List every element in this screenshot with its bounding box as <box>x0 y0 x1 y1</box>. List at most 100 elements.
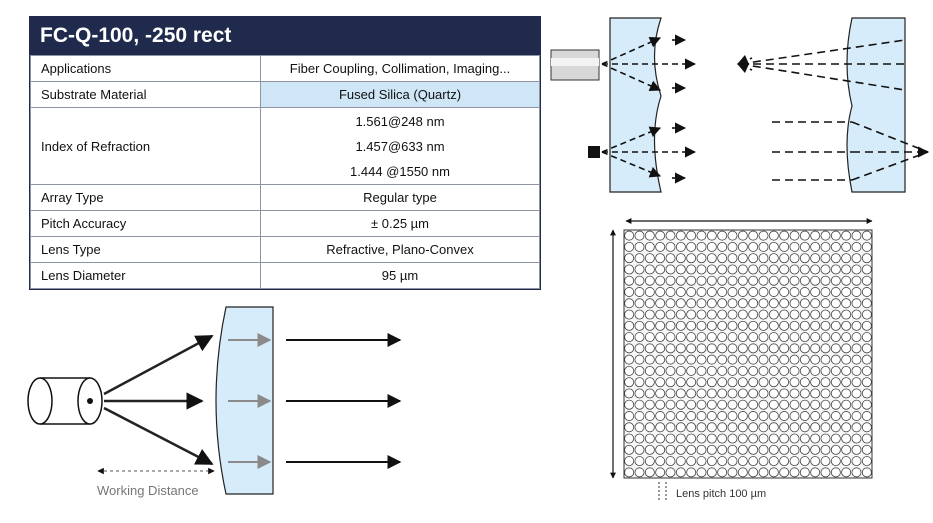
lens-cell <box>851 332 862 343</box>
lens-cell <box>675 241 686 252</box>
lens-cell <box>861 456 872 467</box>
lens-cell <box>841 253 852 264</box>
lens-cell <box>830 332 841 343</box>
lens-cell <box>810 332 821 343</box>
lens-cell <box>696 332 707 343</box>
lens-cell <box>706 264 717 275</box>
lens-cell <box>758 422 769 433</box>
lens-cell <box>706 365 717 376</box>
microlens-array-substrate <box>609 17 662 193</box>
lens-cell <box>789 388 800 399</box>
lens-cell <box>810 354 821 365</box>
working-distance-label: Working Distance <box>97 483 199 498</box>
lens-cell <box>779 230 790 241</box>
lens-cell <box>748 332 759 343</box>
lens-cell <box>696 230 707 241</box>
lens-cell <box>665 354 676 365</box>
lens-cell <box>696 354 707 365</box>
lens-cell <box>696 456 707 467</box>
lens-cell <box>789 264 800 275</box>
lens-cell <box>768 444 779 455</box>
lens-cell <box>861 320 872 331</box>
lens-cell <box>768 411 779 421</box>
lens-cell <box>634 354 645 365</box>
lens-cell <box>799 388 810 399</box>
lens-cell <box>706 275 717 286</box>
lens-cell <box>851 309 862 320</box>
lens-cell <box>748 377 759 388</box>
lens-cell <box>717 467 728 478</box>
lens-cell <box>779 399 790 410</box>
lens-cell <box>655 467 666 478</box>
lens-cell <box>758 433 769 444</box>
lens-cell <box>644 399 655 410</box>
lens-cell <box>686 253 697 264</box>
lens-cell <box>644 241 655 252</box>
lens-cell <box>737 343 748 354</box>
row-label-lens-diameter: Lens Diameter <box>30 262 261 289</box>
lens-cell <box>727 433 738 444</box>
lens-cell <box>665 411 676 421</box>
lens-cell <box>768 275 779 286</box>
lens-cell <box>810 343 821 354</box>
lens-cell <box>665 377 676 388</box>
lens-cell <box>748 467 759 478</box>
lens-cell <box>717 399 728 410</box>
lens-cell <box>768 241 779 252</box>
lens-cell <box>644 332 655 343</box>
lens-array-diagram: Lens pitch 100 µm <box>610 218 873 500</box>
lens-cell <box>861 411 872 421</box>
lens-cell <box>686 411 697 421</box>
lens-cell <box>686 275 697 286</box>
lens-cell <box>830 411 841 421</box>
lens-cell <box>686 377 697 388</box>
lens-cell <box>624 332 635 343</box>
lens-cell <box>727 264 738 275</box>
lens-cell <box>779 343 790 354</box>
lens-cell <box>706 444 717 455</box>
lens-cell <box>634 467 645 478</box>
lens-cell <box>675 456 686 467</box>
lens-cell <box>717 456 728 467</box>
lens-cell <box>799 275 810 286</box>
lens-cell <box>820 444 831 455</box>
lens-cell <box>789 433 800 444</box>
lens-cell <box>644 377 655 388</box>
lens-cell <box>665 433 676 444</box>
lens-cell <box>696 433 707 444</box>
lens-cell <box>665 275 676 286</box>
lens-cell <box>727 388 738 399</box>
lens-cell <box>768 467 779 478</box>
lens-cell <box>737 399 748 410</box>
lens-cell <box>758 320 769 331</box>
lens-cell <box>779 411 790 421</box>
lens-cell <box>706 298 717 309</box>
lens-cell <box>675 365 686 376</box>
lens-cell <box>737 241 748 252</box>
lens-cell <box>665 388 676 399</box>
lens-cell <box>779 377 790 388</box>
lens-cell <box>861 422 872 433</box>
lens-cell <box>799 456 810 467</box>
lens-cell <box>696 377 707 388</box>
lens-cell <box>686 309 697 320</box>
lens-cell <box>799 467 810 478</box>
lens-cell <box>737 444 748 455</box>
lens-cell <box>830 365 841 376</box>
lens-cell <box>686 365 697 376</box>
lens-cell <box>851 275 862 286</box>
lens-cell <box>624 253 635 264</box>
lens-cell <box>655 287 666 297</box>
row-value-array-type: Regular type <box>260 184 540 211</box>
lens-cell <box>830 241 841 252</box>
lens-cell <box>624 433 635 444</box>
lens-cell <box>727 230 738 241</box>
lens-cell <box>820 332 831 343</box>
lens-cell <box>675 377 686 388</box>
lens-cell <box>675 433 686 444</box>
lens-cell <box>799 343 810 354</box>
lens-cell <box>727 354 738 365</box>
lens-cell <box>655 354 666 365</box>
lens-cell <box>686 433 697 444</box>
lens-cell <box>696 388 707 399</box>
